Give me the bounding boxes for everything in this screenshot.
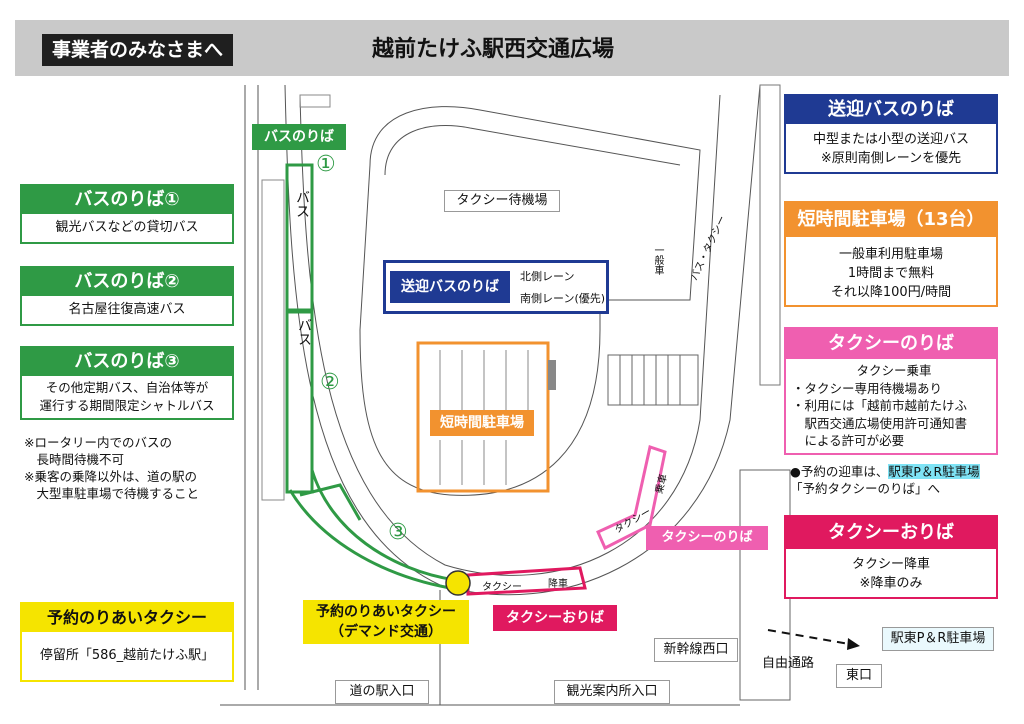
- taxi-drop-card: タクシーおりば タクシー降車 ※降車のみ: [784, 515, 998, 599]
- taxi-board-line1: タクシー乗車: [856, 363, 932, 378]
- taxi-board-title: タクシーのりば: [786, 329, 996, 359]
- short-parking-line1: 一般車利用駐車場: [838, 247, 943, 262]
- taxi-drop-title: タクシーおりば: [786, 517, 996, 549]
- taxi-board-line2: ・タクシー専用待機場あり: [792, 380, 943, 396]
- map-kanko-entrance-label: 観光案内所入口: [554, 680, 670, 704]
- bus-stop-2-title: バスのりば②: [22, 268, 232, 296]
- map-stop-number-3: ③: [388, 520, 408, 545]
- demand-taxi-title: 予約のりあいタクシー: [22, 604, 232, 632]
- bus-stop-1-body: 観光バスなどの貸切バス: [55, 220, 199, 235]
- bus-stop-3-card: バスのりば③ その他定期バス、自治体等が 運行する期間限定シャトルバス: [20, 346, 234, 420]
- short-parking-card: 短時間駐車場（13台） 一般車利用駐車場 1時間まで無料 それ以降100円/時間: [784, 201, 998, 307]
- map-taxi-board-label: タクシーのりば: [646, 526, 768, 550]
- map-pr-parking-label: 駅東P＆R駐車場: [882, 627, 994, 651]
- bus-stop-3-line2: 運行する期間限定シャトルバス: [39, 398, 215, 413]
- map-bus-text-2: バス: [296, 318, 312, 346]
- bus-route-line: [310, 165, 456, 582]
- bus-stop-3-title: バスのりば③: [22, 348, 232, 376]
- bus-stop-1-card: バスのりば① 観光バスなどの貸切バス: [20, 184, 234, 244]
- bus-stop-3-line1: その他定期バス、自治体等が: [45, 380, 209, 395]
- map-demand-taxi-line1: 予約のりあいタクシー: [316, 604, 456, 620]
- reserve-note-prefix: ●予約の迎車は、: [790, 464, 889, 479]
- bus-note-line: 大型車駐車場で待機すること: [24, 486, 200, 501]
- map-bus-text-1: バス: [294, 190, 310, 218]
- taxi-drop-line2: ※降車のみ: [859, 576, 923, 591]
- short-parking-title: 短時間駐車場（13台）: [786, 203, 996, 237]
- taxi-drop-line1: タクシー降車: [851, 557, 930, 572]
- map-outer-curve: [284, 84, 761, 596]
- map-free-path-label: 自由通路: [762, 656, 815, 671]
- short-parking-line2: 1時間まで無料: [847, 266, 935, 281]
- map-road-taxi-text: タクシー: [482, 582, 522, 593]
- reserve-note-highlight: 駅東P＆R駐車場: [888, 464, 980, 479]
- map-pickup-label: 送迎バスのりば: [390, 271, 510, 303]
- pickup-bus-title: 送迎バスのりば: [786, 96, 996, 124]
- map-south-lane: 南側レーン(優先): [520, 292, 606, 305]
- short-parking-line3: それ以降100円/時間: [830, 285, 952, 300]
- demand-taxi-card: 予約のりあいタクシー 停留所「586_越前たけふ駅」: [20, 602, 234, 682]
- bus-stop-1-title: バスのりば①: [22, 186, 232, 214]
- taxi-board-line5: による許可が必要: [792, 433, 905, 448]
- page-title: 越前たけふ駅西交通広場: [372, 37, 615, 62]
- reserve-pickup-note: ●予約の迎車は、駅東P＆R駐車場 「予約タクシーのりば」へ: [790, 463, 980, 497]
- short-parking-zone: [416, 341, 550, 493]
- pickup-bus-line1: 中型または小型の送迎バス: [812, 132, 969, 147]
- map-east-exit-label: 東口: [836, 664, 882, 688]
- bus-notes: ※ロータリー内でのバスの 長時間待機不可 ※乗客の乗降以外は、道の駅の 大型車駐…: [24, 434, 199, 502]
- map-taxi-waiting-label: タクシー待機場: [444, 190, 560, 212]
- map-taxi-drop-label: タクシーおりば: [493, 605, 617, 631]
- taxi-board-line3: ・利用には「越前市越前たけふ: [792, 398, 968, 413]
- pickup-bus-card: 送迎バスのりば 中型または小型の送迎バス ※原則南側レーンを優先: [784, 94, 998, 174]
- bus-note-line: 長時間待機不可: [24, 452, 125, 467]
- bus-stop-2-card: バスのりば② 名古屋往復高速バス: [20, 266, 234, 326]
- pickup-bus-line2: ※原則南側レーンを優先: [820, 151, 962, 166]
- map-road-general-text: 一般車: [652, 245, 663, 275]
- map-demand-taxi-label: 予約のりあいタクシー （デマンド交通）: [303, 600, 469, 644]
- audience-badge: 事業者のみなさまへ: [42, 34, 234, 66]
- map-stop-number-1: ①: [316, 152, 336, 177]
- taxi-board-line4: 駅西交通広場使用許可通知書: [792, 415, 968, 431]
- map-road-drop-text: 降車: [548, 579, 568, 590]
- map-inner-island: [359, 106, 701, 496]
- map-shinkansen-west-label: 新幹線西口: [654, 638, 738, 662]
- map-michi-entrance-label: 道の駅入口: [335, 680, 429, 704]
- demand-taxi-body: 停留所「586_越前たけふ駅」: [39, 648, 215, 663]
- map-short-parking-label: 短時間駐車場: [430, 410, 534, 436]
- demand-taxi-stop-marker: [445, 570, 471, 596]
- taxi-board-card: タクシーのりば タクシー乗車 ・タクシー専用待機場あり ・利用には「越前市越前た…: [784, 327, 998, 455]
- taxi-board-zone: [596, 445, 667, 551]
- bus-note-line: ※乗客の乗降以外は、道の駅の: [24, 469, 197, 484]
- map-bus-stop-label: バスのりば: [252, 124, 346, 150]
- bus-stop-2-body: 名古屋往復高速バス: [68, 302, 186, 317]
- map-stop-number-2: ②: [320, 370, 340, 395]
- map-demand-taxi-line2: （デマンド交通）: [330, 624, 442, 640]
- bus-note-line: ※ロータリー内でのバスの: [24, 435, 172, 450]
- map-north-lane: 北側レーン: [520, 270, 575, 283]
- map-pickup-zone: 送迎バスのりば 北側レーン 南側レーン(優先): [383, 260, 609, 314]
- reserve-note-line2: 「予約タクシーのりば」へ: [790, 481, 941, 496]
